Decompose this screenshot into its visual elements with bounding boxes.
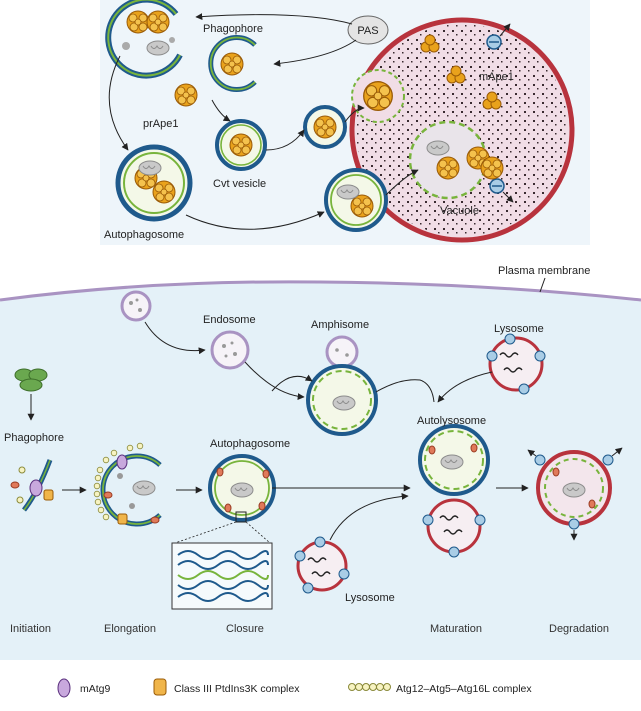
endocytic-vesicle: [120, 290, 152, 322]
pas-structure: [347, 15, 389, 45]
stage-initiation: Initiation: [10, 623, 51, 635]
prape1-cargo: [174, 83, 198, 107]
amphisome-label: Amphisome: [311, 319, 369, 331]
plasma-membrane: [0, 280, 641, 302]
atg12-complex-icon: [348, 683, 391, 691]
lysosome-bottom: [296, 540, 348, 592]
phagophore-label-top: Phagophore: [203, 23, 263, 35]
mape1-cluster: [420, 34, 502, 110]
atg12-bead-chain: [93, 442, 144, 521]
legend-label-atg12: Atg12–Atg5–Atg16L complex: [396, 683, 532, 695]
yeast-pathway-arrows: [108, 13, 419, 230]
autolysosome-label: Autolysosome: [417, 415, 486, 427]
autolysosome-lysosomal-part: [426, 498, 482, 554]
stage-elongation: Elongation: [104, 623, 156, 635]
initiation-phagophore: [10, 459, 54, 512]
cvt-vesicle-label: Cvt vesicle: [213, 178, 266, 190]
legend-label-matg9: mAtg9: [80, 683, 111, 695]
legend: mAtg9 Class III PtdIns3K complex Atg12–A…: [57, 678, 532, 698]
stage-maturation: Maturation: [430, 623, 482, 635]
plasma-membrane-label: Plasma membrane: [498, 265, 590, 277]
elongation-phagophore: [100, 453, 162, 527]
endosome: [210, 330, 250, 370]
lysosome-label-top: Lysosome: [494, 323, 544, 335]
pas-label: PAS: [357, 25, 378, 37]
endosome-label: Endosome: [203, 314, 256, 326]
autophagosome-label-top: Autophagosome: [104, 229, 184, 241]
autophagosome-label-bottom: Autophagosome: [210, 438, 290, 450]
lysosome-top: [488, 336, 544, 392]
ulk1-complex: [14, 368, 48, 392]
phagophore-label-bottom: Phagophore: [4, 432, 64, 444]
matg9-icon: [57, 678, 71, 698]
cell-cytoplasm: [0, 281, 641, 660]
legend-label-class3: Class III PtdIns3K complex: [174, 683, 300, 695]
stage-degradation: Degradation: [549, 623, 609, 635]
vacuole-label: Vacuole: [440, 205, 479, 217]
stage-closure: Closure: [226, 623, 264, 635]
mape1-label: mApe1: [479, 71, 514, 83]
membrane-zoom-box: [171, 542, 273, 610]
class3-complex-icon: [153, 678, 167, 696]
prape1-label: prApe1: [143, 118, 178, 130]
amphisome-endosomal-part: [325, 335, 359, 369]
lysosome-label-bottom: Lysosome: [345, 592, 395, 604]
